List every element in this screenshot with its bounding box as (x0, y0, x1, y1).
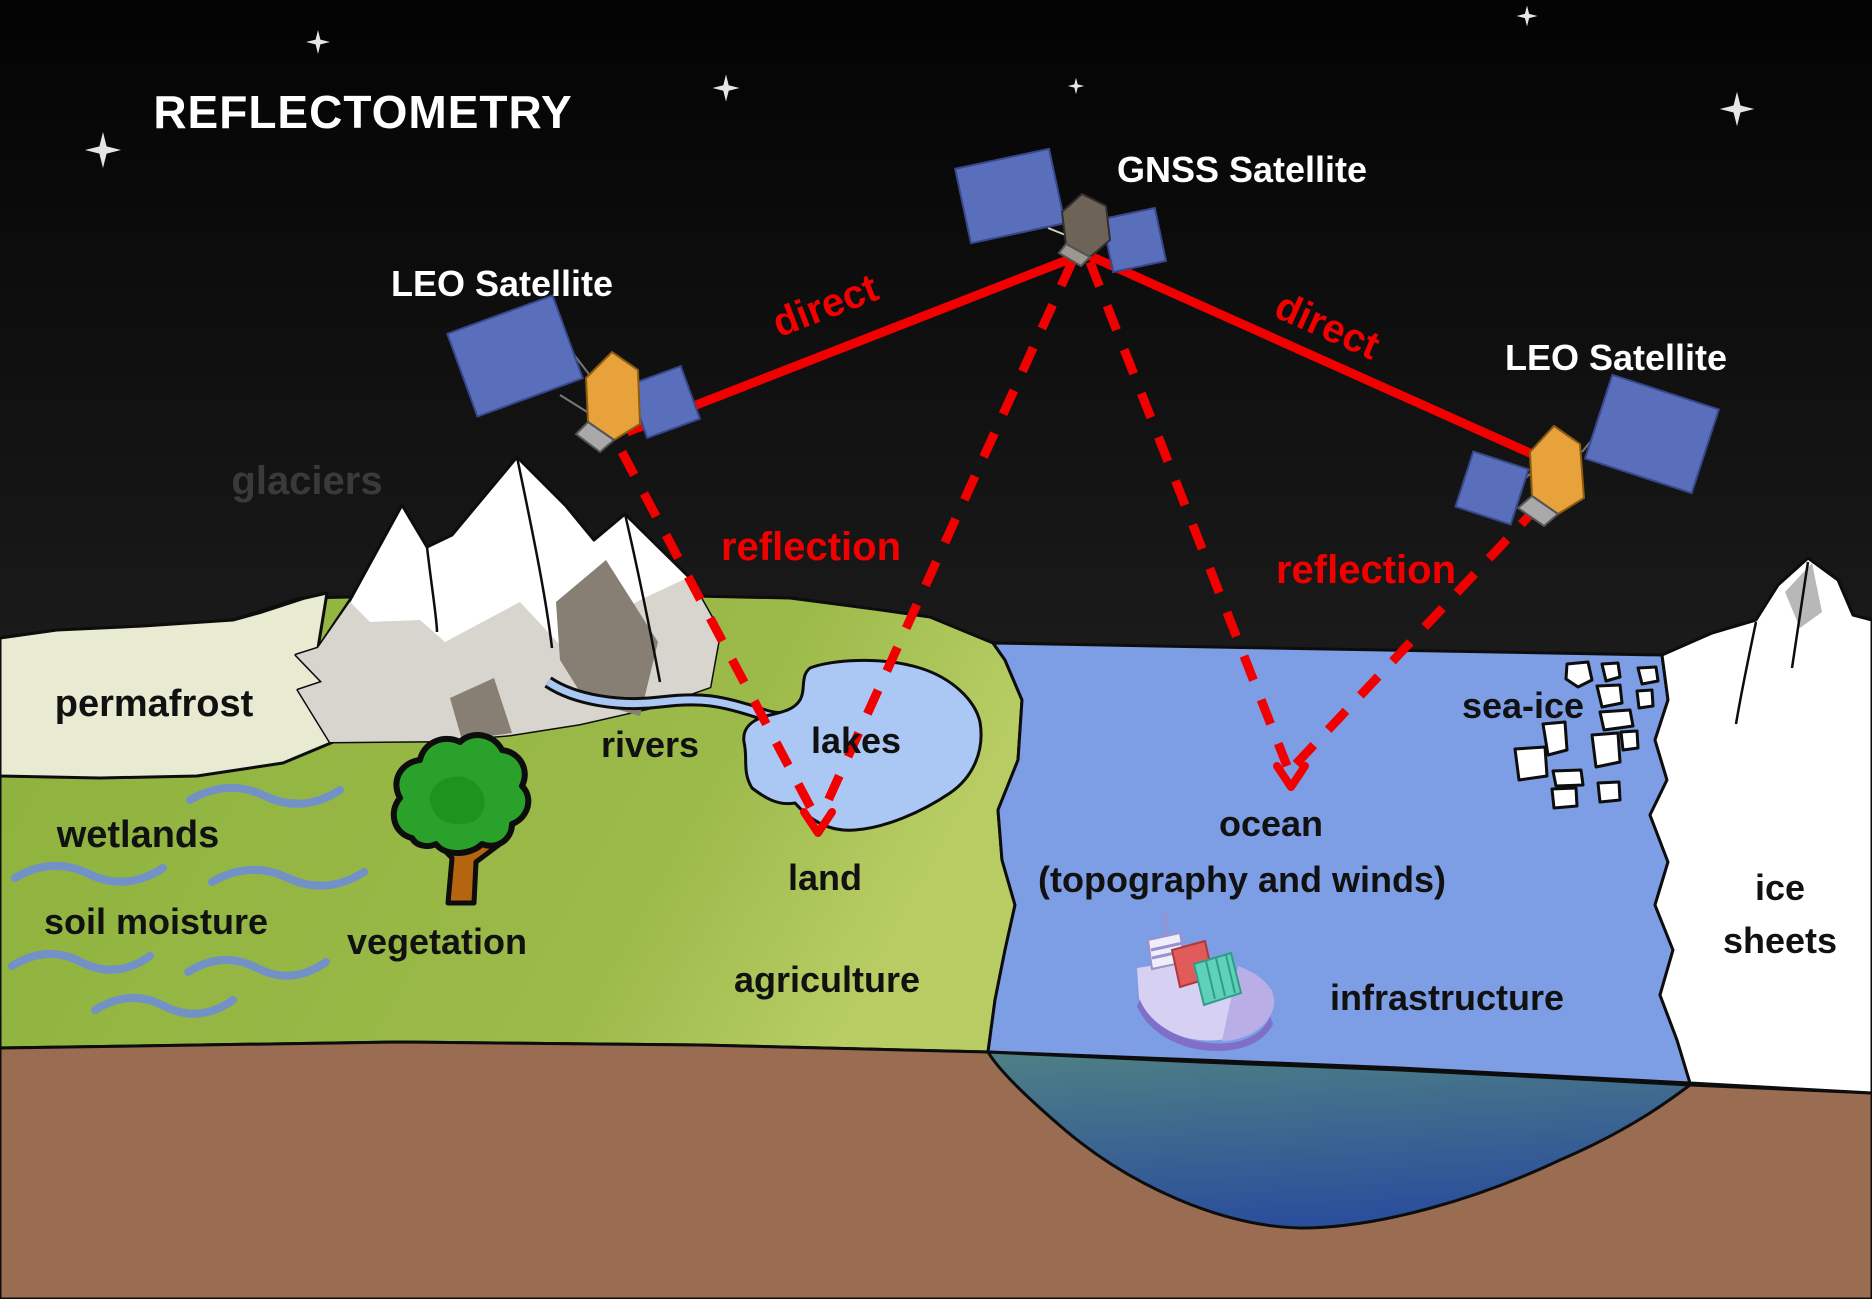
ice-crevasse-lines (1734, 561, 1810, 725)
mountain-rock-dark-small (450, 678, 512, 740)
rivers-label: rivers (601, 724, 699, 765)
mountain-glaciers (294, 455, 722, 744)
tree-canopy-shade (429, 776, 485, 825)
deep-ocean-basin (986, 1050, 1692, 1230)
gnss-satellite-label: GNSS Satellite (1117, 149, 1367, 190)
reflection-path-gnss-to-lake (817, 260, 1077, 816)
infrastructure-label: infrastructure (1330, 977, 1564, 1018)
direct-path-right (1086, 250, 1552, 467)
lakes-label: lakes (811, 720, 901, 761)
ice-sheet (1648, 556, 1872, 1095)
ridge-lines (425, 456, 662, 683)
leo-right-base (1516, 494, 1560, 528)
leo-satellite-left-label: LEO Satellite (391, 263, 613, 304)
agriculture-label: agriculture (734, 959, 920, 1000)
tree-icon (390, 732, 532, 906)
sea-ice-label: sea-ice (1462, 685, 1584, 726)
reflection-label-left: reflection (721, 525, 901, 569)
leo-right-solar-panel-small (1454, 450, 1530, 526)
gnss-satellite-icon (953, 147, 1168, 274)
night-sky (0, 0, 1872, 700)
ice-sheets-label-line2: sheets (1723, 920, 1837, 961)
permafrost-label: permafrost (55, 683, 254, 725)
ocean-label-line1: ocean (1219, 803, 1323, 844)
reflection-tip-ocean (1273, 762, 1309, 791)
leo-satellite-right-icon (1454, 373, 1721, 528)
wetlands-label: wetlands (56, 814, 220, 856)
leo-right-solar-panel-large (1583, 373, 1721, 495)
ice-sheets-label-line1: ice (1755, 867, 1805, 908)
sea-ice-floes (1513, 660, 1660, 810)
glaciers-label: glaciers (231, 459, 382, 503)
wetland-waves (8, 784, 368, 1018)
leo-satellite-left-icon (446, 294, 702, 454)
reflection-path-ocean-to-leo (1292, 496, 1548, 768)
leo-satellite-right-label: LEO Satellite (1505, 337, 1727, 378)
gnss-solar-panel-right (1100, 206, 1168, 274)
ship-bottom-band (1137, 1000, 1273, 1051)
page-title: REFLECTOMETRY (153, 86, 572, 138)
leo-left-solar-panel-large (446, 294, 584, 418)
soil-moisture-label: soil moisture (44, 901, 268, 942)
ocean-label-line2: (topography and winds) (1038, 859, 1446, 900)
reflection-label-right: reflection (1276, 548, 1456, 592)
mountain-rock-dark (556, 560, 658, 716)
reflection-tip-lake (800, 808, 836, 837)
gnss-solar-panel-left (953, 147, 1067, 245)
signal-paths (618, 250, 1552, 837)
reflection-path-lake-to-leo (618, 449, 817, 815)
direct-path-left (625, 250, 1082, 437)
container-ridges (1205, 954, 1236, 1000)
cargo-ship-icon (1137, 913, 1275, 1051)
leo-left-base (574, 420, 616, 454)
land-label: land (788, 857, 862, 898)
vegetation-label: vegetation (347, 921, 527, 962)
gnss-body-base (1057, 242, 1092, 268)
